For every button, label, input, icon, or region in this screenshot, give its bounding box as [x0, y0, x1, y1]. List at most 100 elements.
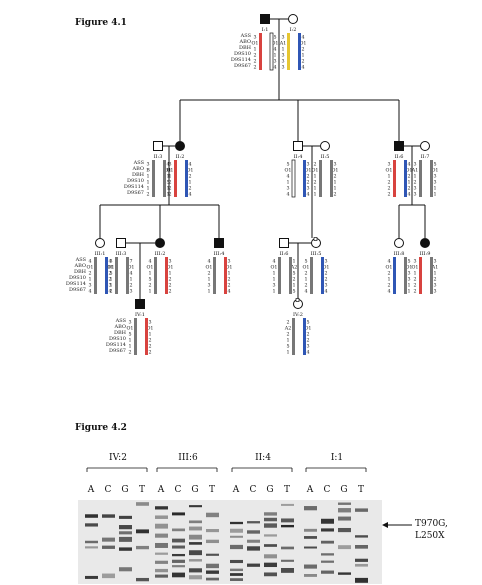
individual-iv-1-allele: 2	[148, 344, 151, 350]
gel-band	[355, 508, 368, 511]
individual-ii-6-allele: 3	[387, 162, 390, 168]
individual-iii-5-allele: 4	[304, 289, 307, 295]
individual-i-2-allele: 1	[281, 47, 284, 53]
gel-band	[247, 546, 260, 550]
individual-ii-5-allele: 2	[313, 180, 316, 186]
gel-band	[85, 541, 98, 543]
gel-band	[172, 573, 185, 578]
individual-iii-1-allele: O1	[87, 265, 94, 271]
individual-ii-3-allele: 1	[146, 180, 149, 186]
gel-band	[264, 523, 277, 527]
individual-i-2-haplotype-bar	[298, 33, 301, 70]
individual-ii-6-allele: O1	[386, 168, 393, 174]
individual-iii-2-allele: 3	[168, 259, 171, 265]
gel-band	[321, 519, 334, 524]
individual-iii-9-allele: 3	[433, 259, 436, 265]
individual-iii-9-allele: 3	[433, 283, 436, 289]
individual-i-2-id: I:2	[290, 27, 297, 33]
individual-ii-4-allele: 2	[306, 174, 309, 180]
gel-band	[119, 531, 132, 534]
gel-lane-label: C	[324, 485, 331, 495]
individual-ii-5-allele: 2	[333, 174, 336, 180]
individual-ii-6-haplotype-bar	[393, 160, 396, 197]
individual-iii-4-allele: 4	[207, 259, 210, 265]
gel-lane-label: A	[306, 485, 314, 495]
individual-ii-3-symbol	[154, 142, 163, 151]
gel-band	[281, 518, 294, 522]
individual-i-1-allele: 4	[273, 65, 276, 71]
gel-background	[78, 500, 382, 584]
gel-band	[189, 535, 202, 540]
gel-band	[264, 554, 277, 558]
individual-iii-3-symbol	[117, 239, 126, 248]
individual-i-1-allele: 2	[253, 59, 256, 65]
individual-iii-4-symbol	[215, 239, 224, 248]
gel-band	[281, 560, 294, 562]
individual-iii-5-allele: 4	[324, 289, 327, 295]
gel-band	[136, 546, 149, 549]
gel-band	[206, 564, 219, 568]
individual-iii-8-allele: 3	[407, 277, 410, 283]
gel-band	[206, 513, 219, 517]
individual-iii-5-allele: 1	[304, 277, 307, 283]
individual-iii-9-haplotype-bar	[430, 257, 433, 294]
individual-iv-1-allele: 1	[128, 344, 131, 350]
individual-iii-1-allele: 4	[88, 289, 91, 295]
individual-ii-2-haplotype-bar	[185, 160, 188, 197]
individual-iii-4-allele: 2	[227, 283, 230, 289]
individual-iii-2-allele: 5	[148, 277, 151, 283]
individual-iv-1-allele: 1	[148, 332, 151, 338]
individual-iv-2-allele: 5	[286, 344, 289, 350]
individual-iv-1-allele: 3	[148, 320, 151, 326]
individual-i-2-allele: 2	[301, 47, 304, 53]
individual-ii-2-allele: 3	[168, 162, 171, 168]
individual-iii-9-allele: 2	[413, 289, 416, 295]
individual-ii-7-symbol	[421, 142, 430, 151]
individual-ii-3-allele: B	[146, 168, 150, 174]
individual-ii-2-allele: 1	[168, 174, 171, 180]
individual-ii-6b-allele: 3	[272, 283, 275, 289]
individual-i-2-allele: 4	[301, 35, 304, 41]
individual-i-1-allele: O1	[252, 41, 259, 47]
individual-iii-4-haplotype-bar	[213, 257, 216, 294]
individual-iii-5-id: III:5	[311, 251, 322, 257]
figure-4-1-title: Figure 4.1	[75, 18, 127, 28]
individual-ii-7-allele: 3	[433, 174, 436, 180]
individual-iv-2-haplotype-bar	[303, 318, 306, 355]
individual-iv-2-id: IV:2	[293, 312, 303, 318]
individual-ii-5-allele: 1	[333, 180, 336, 186]
mutation-arrowhead	[382, 522, 388, 528]
individual-iv-1-allele: 2	[128, 350, 131, 356]
gel-band	[247, 540, 260, 543]
individual-ii-7-allele: A1	[411, 168, 419, 174]
individual-iii-8-haplotype-bar	[393, 257, 396, 294]
individual-ii-6b-allele: 1	[272, 289, 275, 295]
gel-lane-label: T	[209, 485, 215, 495]
individual-ii-6-id: II:6	[395, 154, 404, 160]
individual-iii-4-allele: 1	[227, 271, 230, 277]
individual-ii-6b-allele: 5	[292, 289, 295, 295]
individual-i-2-allele: 3	[281, 59, 284, 65]
individual-iii-1-allele: 3	[88, 283, 91, 289]
individual-iii-4-allele: 2	[207, 271, 210, 277]
individual-iv-1-marker-labels: ASSABODBHD9S10D9S114D9S67	[94, 318, 126, 354]
gel-band	[172, 554, 185, 556]
individual-ii-4-allele: 3	[306, 186, 309, 192]
mutation-annotation-line2: L250X	[415, 531, 445, 541]
individual-iii-8-id: III:8	[394, 251, 405, 257]
individual-i-1-allele: 1	[253, 47, 256, 53]
individual-ii-4-allele: 4	[306, 192, 309, 198]
gel-band	[338, 503, 351, 505]
individual-iii-1-symbol	[96, 239, 105, 248]
gel-lane-label: A	[232, 485, 240, 495]
individual-ii-7-allele: 3	[413, 186, 416, 192]
individual-iii-8-allele: 1	[407, 283, 410, 289]
individual-ii-4-allele: O1	[285, 168, 292, 174]
individual-iv-1-allele: 2	[148, 350, 151, 356]
gel-lane-label: T	[284, 485, 290, 495]
gel-band	[206, 578, 219, 581]
gel-band	[338, 545, 351, 549]
individual-iii-4-allele: 1	[207, 289, 210, 295]
gel-band	[172, 529, 185, 532]
